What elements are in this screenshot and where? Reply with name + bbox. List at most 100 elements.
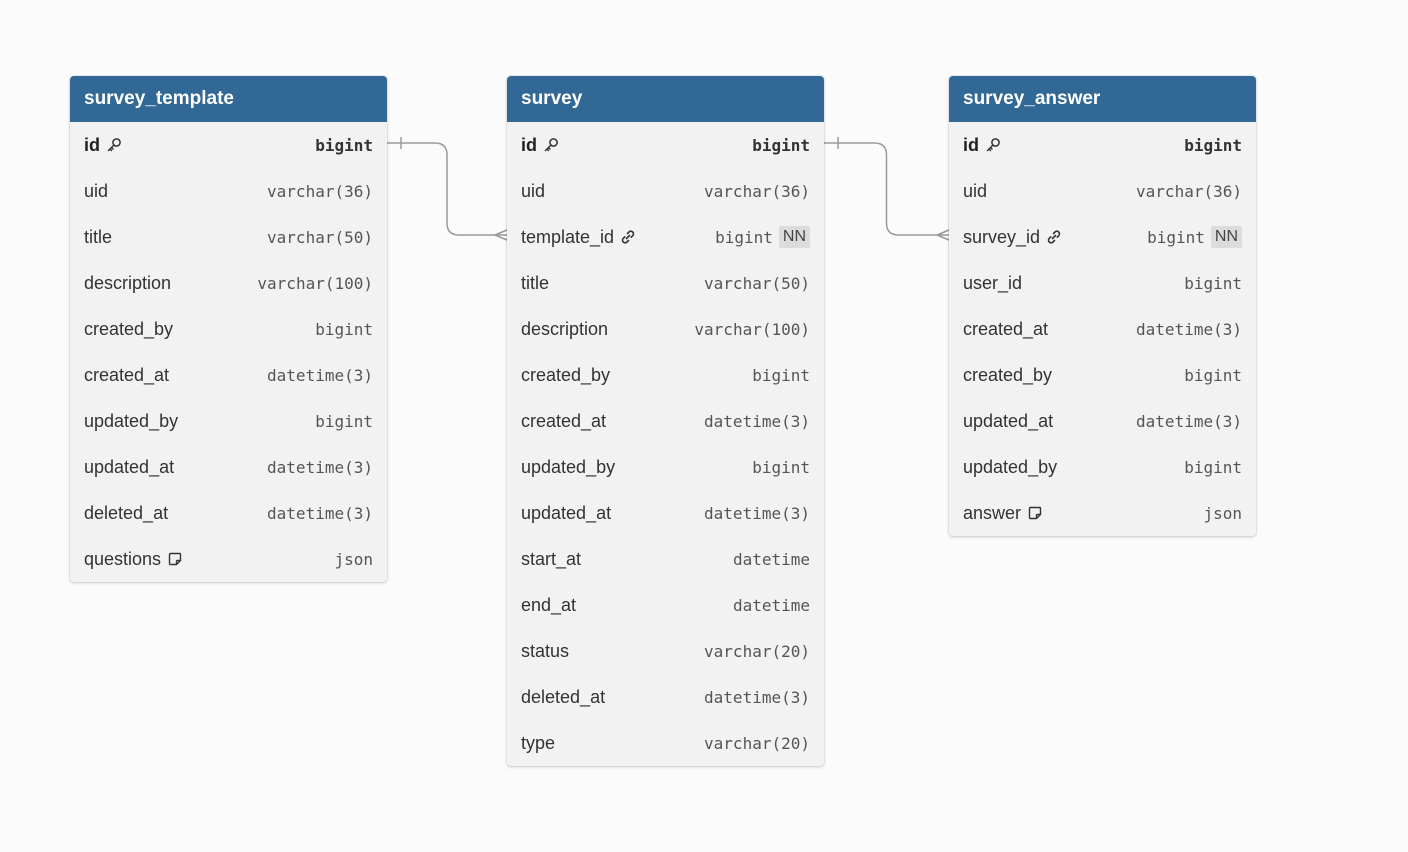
column-name: uid bbox=[521, 181, 704, 202]
column-type: bigint bbox=[315, 319, 373, 339]
column-name: answer bbox=[963, 503, 1203, 524]
column-name: updated_by bbox=[521, 457, 752, 478]
column-name: id bbox=[84, 135, 315, 156]
column-type: datetime(3) bbox=[267, 365, 373, 385]
column-type: datetime bbox=[732, 549, 810, 569]
column-type: datetime(3) bbox=[267, 503, 373, 523]
column-row-created-at[interactable]: created_at datetime(3) bbox=[70, 352, 387, 398]
column-row-title[interactable]: title varchar(50) bbox=[507, 260, 824, 306]
many-marker bbox=[494, 229, 508, 241]
column-name: created_at bbox=[963, 319, 1136, 340]
column-type: varchar(50) bbox=[267, 227, 373, 247]
column-name-text: end_at bbox=[521, 594, 577, 615]
column-name-text: uid bbox=[84, 180, 109, 201]
column-row-deleted-at[interactable]: deleted_at datetime(3) bbox=[70, 490, 387, 536]
not-null-badge: NN bbox=[1210, 226, 1242, 248]
column-name-text: created_at bbox=[521, 410, 607, 431]
table-header[interactable]: survey_template bbox=[70, 76, 387, 122]
column-row-updated-at[interactable]: updated_at datetime(3) bbox=[949, 398, 1256, 444]
column-name-text: id bbox=[521, 134, 537, 155]
column-name-text: updated_at bbox=[963, 410, 1054, 431]
column-type: bigint bbox=[752, 365, 810, 385]
column-type: varchar(50) bbox=[704, 273, 810, 293]
many-marker bbox=[936, 229, 950, 241]
column-type: bigint bbox=[752, 457, 810, 477]
column-name-text: uid bbox=[521, 180, 546, 201]
table-header[interactable]: survey_answer bbox=[949, 76, 1256, 122]
column-name: survey_id bbox=[963, 227, 1147, 248]
column-name: status bbox=[521, 641, 704, 662]
relationship-connector[interactable] bbox=[824, 137, 950, 241]
table-header[interactable]: survey bbox=[507, 76, 824, 122]
column-name: id bbox=[963, 135, 1184, 156]
note-icon bbox=[1027, 505, 1043, 521]
column-type: varchar(20) bbox=[704, 733, 810, 753]
column-name: id bbox=[521, 135, 752, 156]
column-name: created_at bbox=[521, 411, 704, 432]
column-name: updated_at bbox=[521, 503, 704, 524]
column-type: datetime(3) bbox=[1136, 319, 1242, 339]
relationship-connector[interactable] bbox=[387, 137, 508, 241]
column-type: json bbox=[1203, 503, 1242, 523]
column-name-text: description bbox=[521, 318, 609, 339]
column-name: created_by bbox=[521, 365, 752, 386]
column-type: bigint bbox=[1184, 365, 1242, 385]
column-name: updated_at bbox=[963, 411, 1136, 432]
column-name-text: id bbox=[963, 134, 979, 155]
link-icon bbox=[1046, 229, 1062, 245]
column-type: bigint bbox=[315, 411, 373, 431]
note-icon bbox=[167, 551, 183, 567]
column-name-text: user_id bbox=[963, 272, 1023, 293]
column-name-text: title bbox=[521, 272, 550, 293]
connector-line bbox=[824, 142, 949, 236]
column-row-type[interactable]: type varchar(20) bbox=[507, 720, 824, 766]
column-name: type bbox=[521, 733, 704, 754]
column-name: description bbox=[84, 273, 257, 294]
column-type: datetime(3) bbox=[1136, 411, 1242, 431]
column-name-text: created_at bbox=[84, 364, 170, 385]
column-name: created_by bbox=[963, 365, 1184, 386]
column-name: created_by bbox=[84, 319, 315, 340]
column-type: bigint bbox=[1184, 273, 1242, 293]
column-name-text: type bbox=[521, 732, 556, 753]
column-name-text: status bbox=[521, 640, 570, 661]
column-name-text: updated_at bbox=[521, 502, 612, 523]
column-row-user-id[interactable]: user_id bigint bbox=[949, 260, 1256, 306]
column-name-text: id bbox=[84, 134, 100, 155]
column-name: uid bbox=[84, 181, 267, 202]
column-name-text: deleted_at bbox=[84, 502, 169, 523]
column-name-text: description bbox=[84, 272, 172, 293]
column-name: updated_at bbox=[84, 457, 267, 478]
column-name: user_id bbox=[963, 273, 1184, 294]
